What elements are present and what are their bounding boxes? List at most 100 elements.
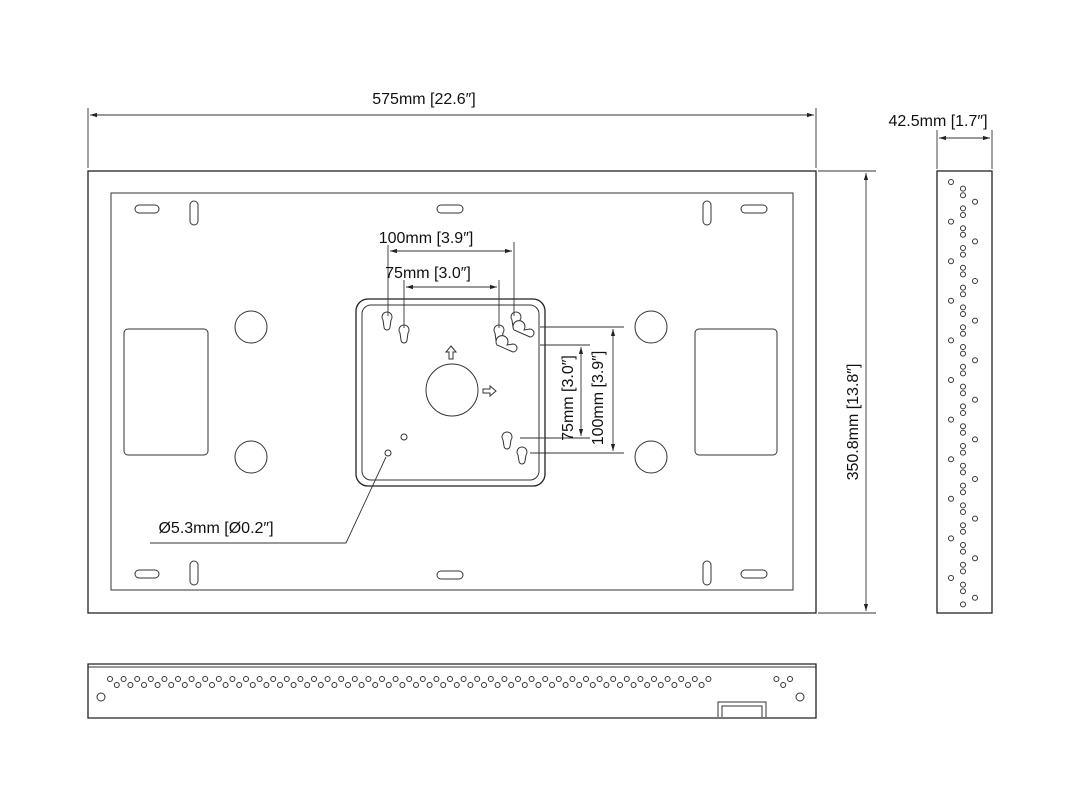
vent-hole	[379, 676, 385, 682]
vent-hole	[948, 495, 954, 502]
vent-hole	[481, 682, 487, 688]
round-holes	[234, 310, 668, 474]
vent-hole	[972, 357, 978, 364]
vent-hole	[385, 682, 392, 688]
bottom-vent-holes	[107, 676, 793, 688]
vent-hole	[972, 317, 978, 324]
vent-hole	[392, 676, 399, 682]
vent-hole	[120, 676, 127, 682]
vent-hole	[154, 682, 161, 688]
vent-hole	[263, 682, 270, 688]
bottom-bracket	[717, 701, 767, 717]
vent-hole	[637, 676, 644, 682]
vent-hole	[960, 383, 966, 390]
vent-hole	[215, 676, 222, 682]
vent-hole	[960, 588, 966, 595]
dimension-vesa-75-h: 75mm [3.0″]	[385, 265, 500, 328]
vent-hole	[304, 682, 311, 688]
arrow-up-icon	[444, 345, 458, 360]
vent-hole	[372, 682, 379, 688]
vent-hole	[972, 555, 978, 562]
vent-hole	[948, 179, 954, 185]
vent-hole	[960, 410, 966, 416]
vent-hole	[583, 676, 589, 682]
vent-hole	[960, 311, 966, 317]
vent-hole	[657, 682, 664, 688]
vent-hole	[651, 676, 657, 682]
vent-hole	[555, 676, 562, 682]
vent-hole	[161, 676, 168, 682]
vent-hole	[508, 682, 515, 688]
vent-hole	[960, 548, 966, 555]
vent-hole	[960, 304, 966, 311]
vent-hole	[948, 377, 954, 383]
vent-hole	[127, 682, 134, 688]
right-window	[694, 328, 778, 456]
vesa-100-v-label: 100mm [3.9″]	[590, 351, 607, 446]
vent-hole	[960, 225, 966, 232]
bottom-screw-right	[795, 692, 805, 702]
vent-hole	[528, 676, 535, 682]
hole-diameter-label: Ø5.3mm [Ø0.2″]	[158, 520, 273, 537]
vent-hole	[365, 676, 372, 682]
vent-hole	[501, 676, 508, 682]
vent-hole	[960, 251, 966, 258]
vent-hole	[290, 682, 297, 688]
vent-hole	[960, 542, 966, 548]
vent-hole	[960, 469, 966, 476]
vent-hole	[644, 682, 651, 688]
vent-hole	[698, 682, 705, 688]
vent-hole	[960, 462, 966, 469]
vent-hole	[972, 515, 978, 522]
vent-hole	[948, 337, 954, 344]
vent-hole	[297, 676, 304, 682]
vent-hole	[960, 528, 966, 535]
dimension-hole-diameter: Ø5.3mm [Ø0.2″]	[150, 456, 387, 544]
vent-hole	[433, 676, 440, 682]
vent-hole	[610, 676, 617, 682]
vent-hole	[596, 676, 603, 682]
vent-hole	[467, 682, 474, 688]
vent-hole	[948, 456, 954, 463]
vent-hole	[972, 278, 978, 284]
vent-hole	[331, 682, 338, 688]
vent-hole	[399, 682, 406, 688]
vent-hole	[338, 676, 345, 682]
vent-hole	[243, 676, 249, 682]
vent-hole	[960, 231, 966, 238]
vent-hole	[474, 676, 481, 682]
vent-hole	[960, 568, 966, 575]
vent-hole	[685, 682, 691, 688]
vent-hole	[426, 682, 433, 688]
vent-hole	[256, 676, 263, 682]
vent-hole	[960, 449, 966, 456]
vent-hole	[960, 403, 966, 410]
vent-hole	[453, 682, 460, 688]
dimension-overall-width: 575mm [22.6″]	[87, 91, 817, 168]
vent-hole	[705, 676, 712, 682]
vent-hole	[948, 297, 954, 304]
vent-hole	[948, 416, 954, 423]
vent-hole	[358, 682, 365, 688]
vent-hole	[623, 676, 630, 682]
small-hole	[400, 433, 408, 441]
vent-hole	[562, 682, 569, 688]
vent-hole	[960, 284, 966, 291]
vent-hole	[960, 601, 966, 608]
vent-hole	[487, 676, 494, 682]
side-view	[936, 170, 993, 614]
vent-hole	[515, 676, 521, 682]
vesa-75-h-label: 75mm [3.0″]	[385, 265, 471, 282]
vent-hole	[960, 482, 966, 489]
vent-hole	[773, 676, 780, 682]
overall-height-label: 350.8mm [13.8″]	[845, 364, 862, 481]
vent-hole	[277, 682, 283, 688]
vent-hole	[351, 676, 358, 682]
vent-hole	[960, 324, 966, 331]
vent-hole	[134, 676, 141, 682]
vent-hole	[960, 581, 966, 588]
vent-hole	[311, 676, 317, 682]
vent-hole	[960, 344, 966, 350]
dimension-depth: 42.5mm [1.7″]	[888, 113, 993, 169]
inner-frame	[110, 192, 794, 591]
